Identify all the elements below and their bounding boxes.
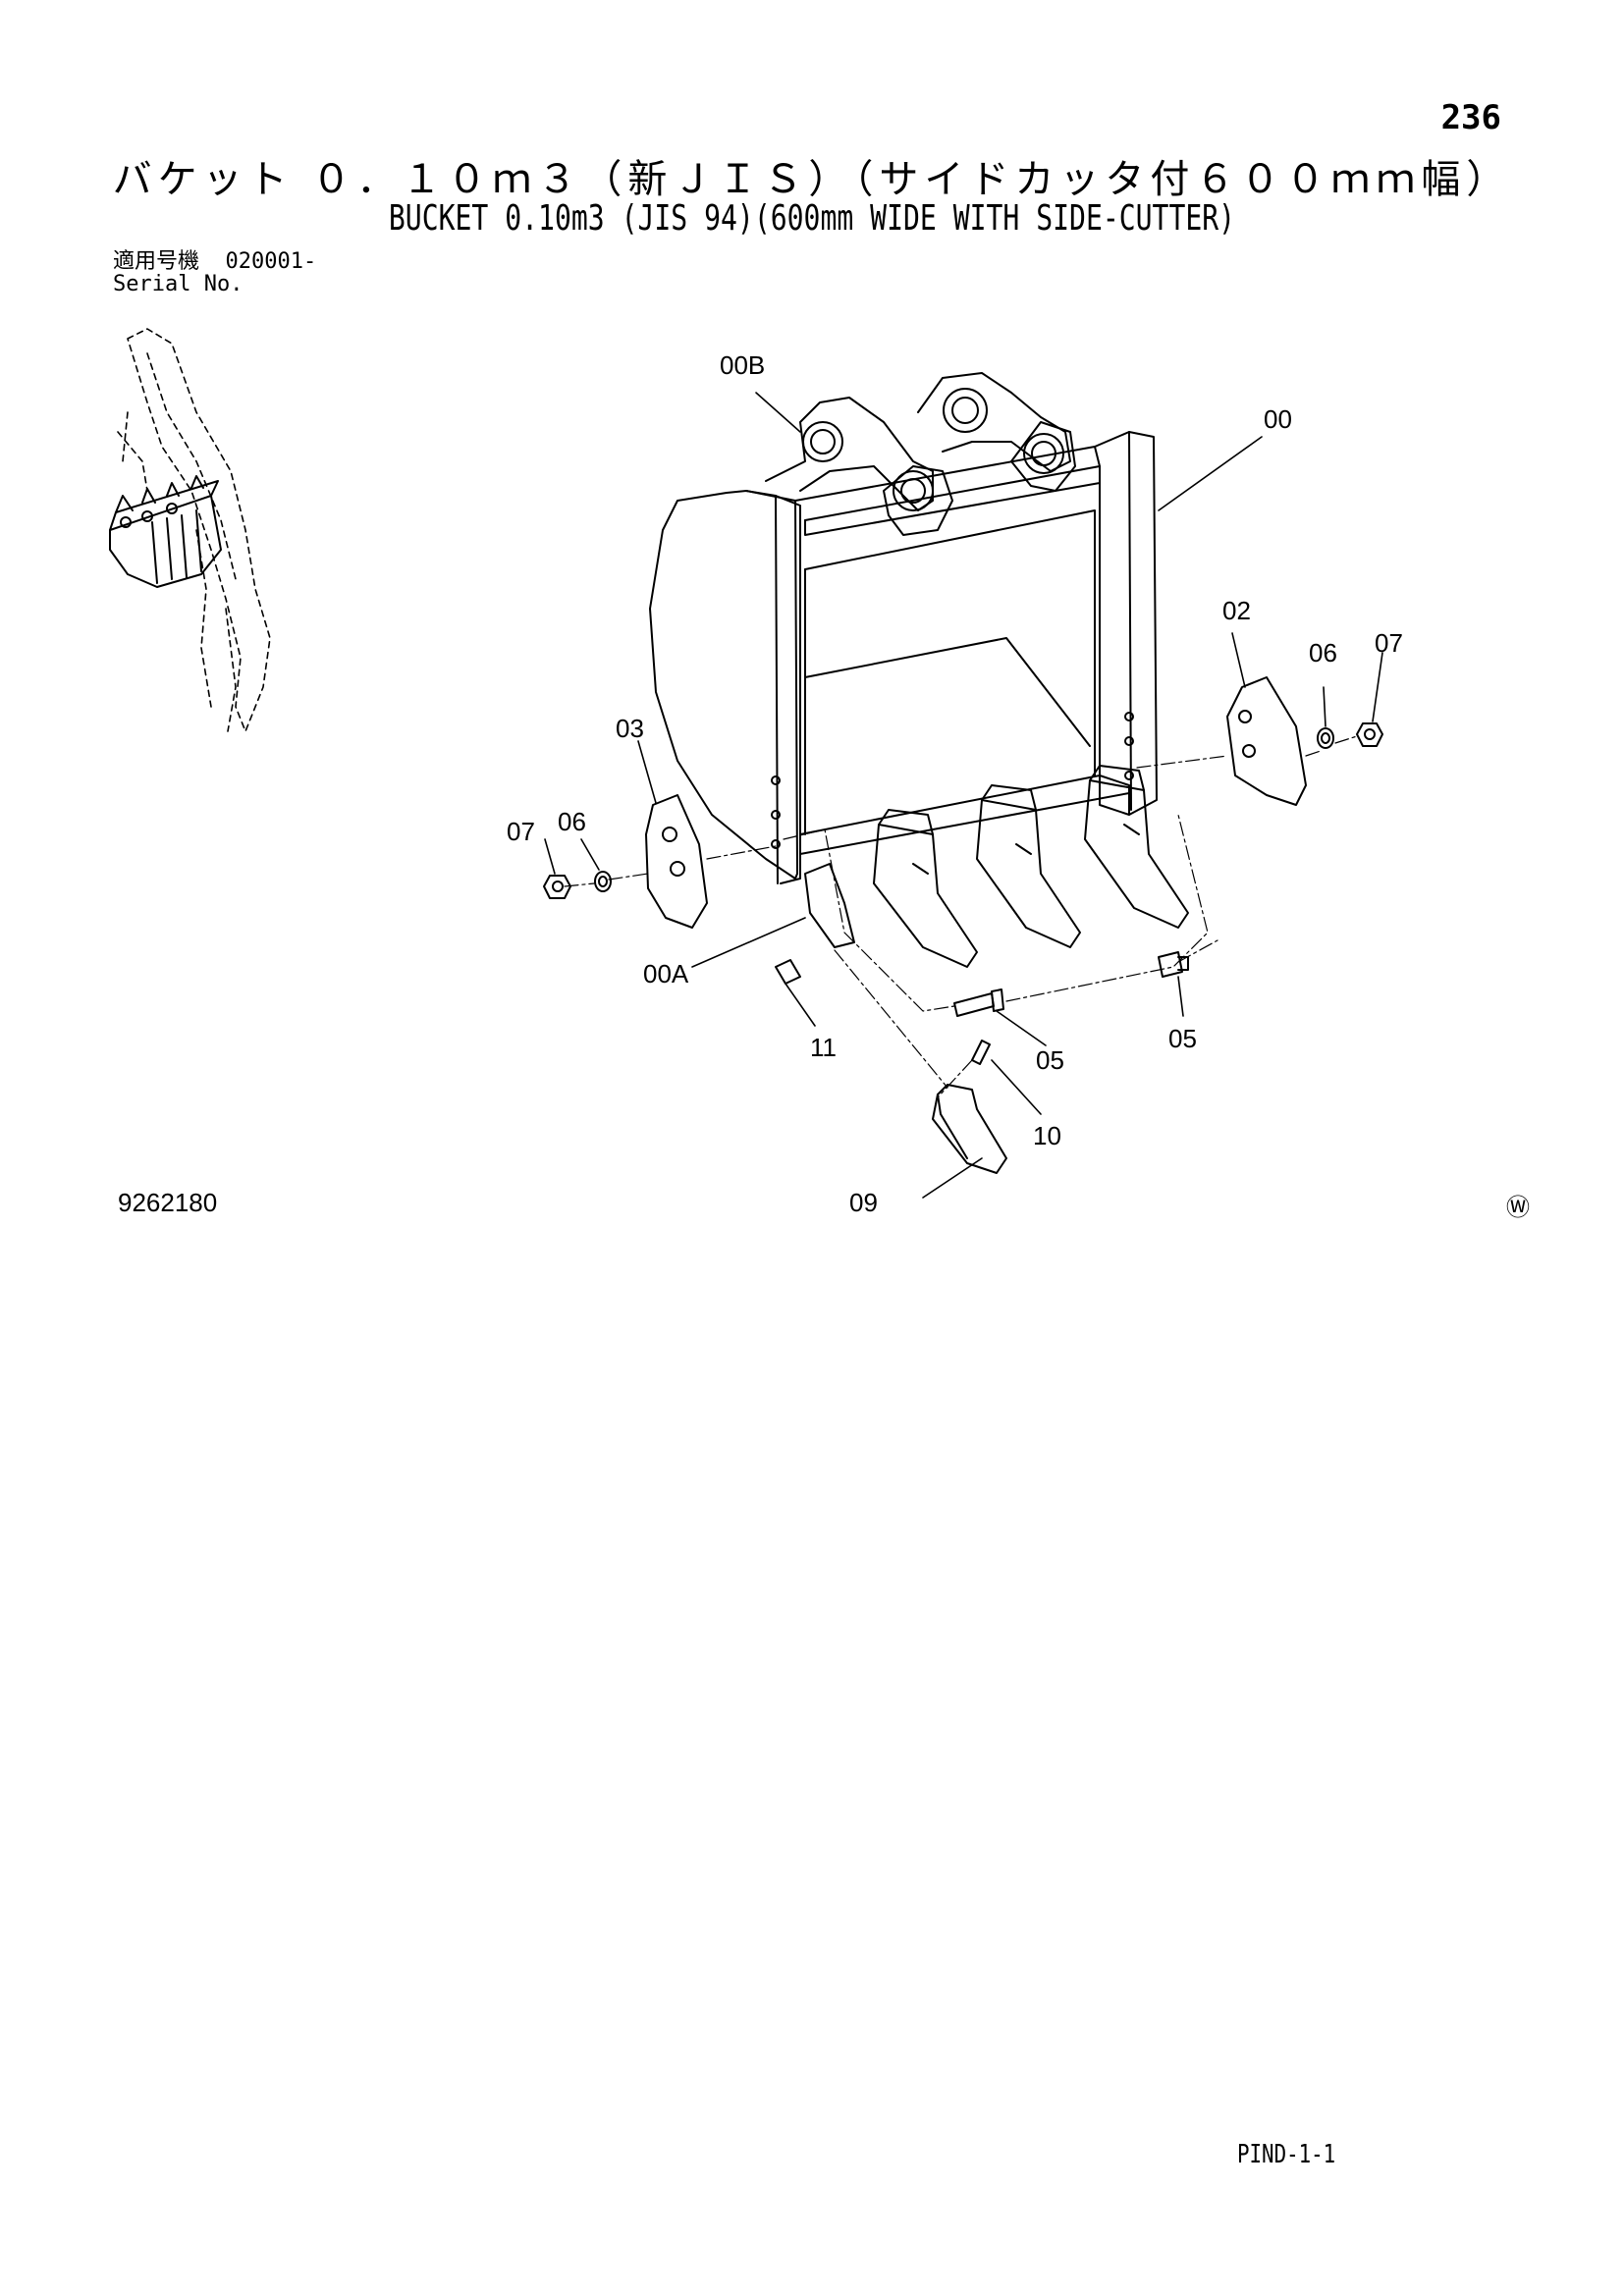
serial-value: 020001- [225,249,317,274]
leader-lines [544,392,1383,1199]
serial-label-en: Serial No. [113,272,244,296]
drawing-number: 9262180 [118,1188,218,1217]
callout-06-right: 06 [1309,638,1337,667]
side-cutter-left [645,794,708,929]
title-japanese: バケット ０．１０ｍ３（新ＪＩＳ）（サイドカッタ付６００ｍｍ幅） [112,157,1512,202]
page-number: 236 [1440,98,1501,137]
bolts [775,951,1189,1065]
callout-09: 09 [849,1188,878,1217]
bucket-teeth [804,765,1189,968]
serial-info: 適用号機 020001- Serial No. [113,250,316,295]
bucket-exploded-diagram [109,328,1383,1199]
callout-05-right: 05 [1168,1024,1197,1053]
callout-07-right: 07 [1375,628,1403,658]
callout-10: 10 [1033,1121,1061,1150]
title-english: BUCKET 0.10m3 (JIS 94)(600mm WIDE WITH S… [388,198,1236,239]
callout-02: 02 [1222,596,1251,625]
assembly-lines [564,735,1358,1098]
callout-00: 00 [1264,404,1292,434]
serial-label-jp: 適用号機 [113,249,200,274]
maker-mark: Ⓦ [1506,1194,1530,1221]
callout-00B: 00B [720,350,766,380]
callout-11: 11 [810,1033,837,1062]
callout-06-left: 06 [558,807,586,836]
bucket-body [649,372,1158,884]
callout-00A: 00A [643,959,689,988]
hardware [543,722,1383,899]
callout-05-mid: 05 [1036,1045,1064,1075]
callout-07-left: 07 [507,817,535,846]
side-cutter-right [1226,676,1307,806]
thumbnail-bucket [109,475,222,588]
callout-03: 03 [616,714,644,743]
tooth-09 [932,1084,1007,1174]
page-code: PIND-1-1 [1237,2140,1336,2169]
location-thumbnail [117,328,271,732]
